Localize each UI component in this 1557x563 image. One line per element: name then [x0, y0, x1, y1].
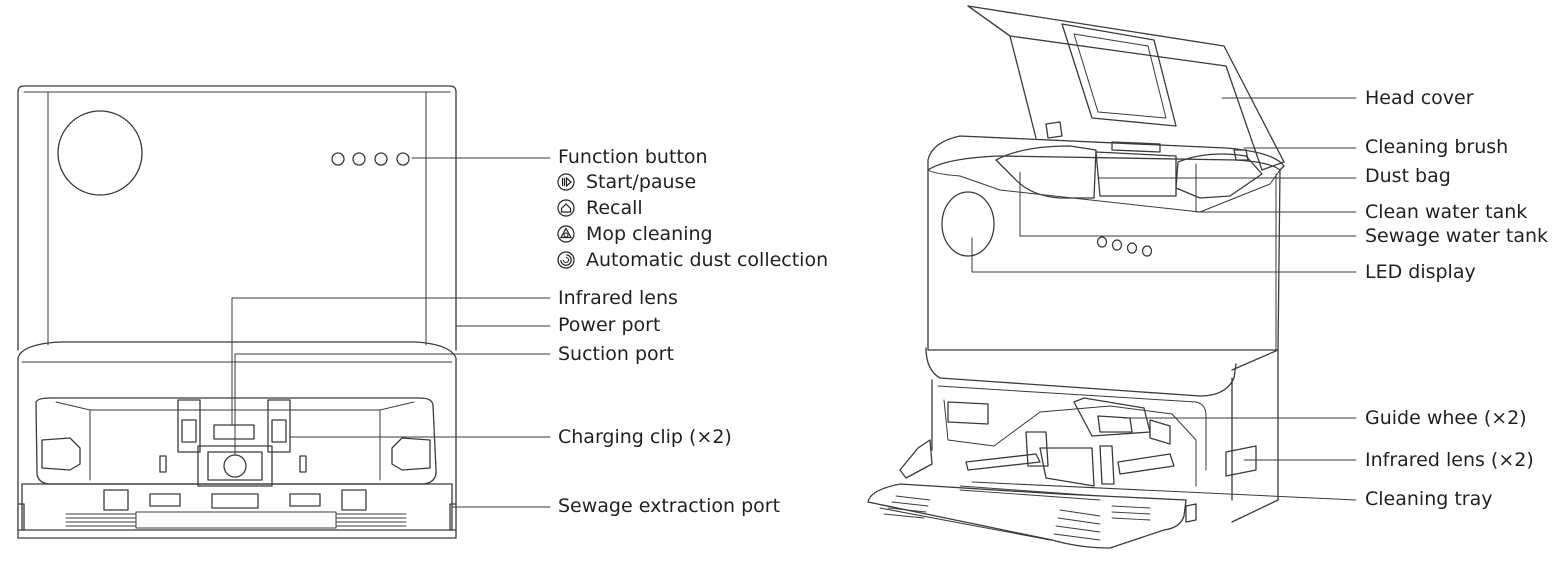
- label-dust-bag: Dust bag: [1365, 165, 1451, 187]
- label-suction-port: Suction port: [558, 343, 674, 365]
- label-led-display: LED display: [1365, 261, 1476, 283]
- home-recall-icon: [557, 199, 575, 217]
- open-station-drawing: [867, 5, 1285, 549]
- led-display-circle: [57, 110, 143, 196]
- function-start-pause-label: Start/pause: [586, 171, 697, 193]
- label-sewage-extraction-port: Sewage extraction port: [558, 495, 781, 517]
- label-head-cover: Head cover: [1365, 87, 1474, 109]
- function-recall-label: Recall: [586, 197, 643, 219]
- mop-cleaning-icon: [557, 225, 575, 243]
- front-station-drawing: [17, 85, 457, 539]
- front-leader-lines: [231, 157, 551, 508]
- label-infrared-lens: Infrared lens: [558, 287, 678, 309]
- label-power-port: Power port: [558, 314, 661, 336]
- label-infrared-lens-x2: Infrared lens (×2): [1365, 449, 1534, 471]
- start-pause-icon: [557, 173, 575, 191]
- open-leader-lines: [971, 97, 1357, 501]
- label-guide-wheel: Guide whee (×2): [1365, 407, 1527, 429]
- label-charging-clip: Charging clip (×2): [558, 426, 732, 448]
- label-function-button: Function button: [558, 146, 708, 168]
- dust-collection-icon: [557, 251, 575, 269]
- label-clean-water-tank: Clean water tank: [1365, 201, 1528, 223]
- function-dust-collection-label: Automatic dust collection: [586, 249, 829, 271]
- label-cleaning-tray: Cleaning tray: [1365, 488, 1493, 510]
- function-mop-cleaning-label: Mop cleaning: [586, 223, 713, 245]
- label-cleaning-brush: Cleaning brush: [1365, 136, 1509, 158]
- label-sewage-water-tank: Sewage water tank: [1365, 225, 1549, 247]
